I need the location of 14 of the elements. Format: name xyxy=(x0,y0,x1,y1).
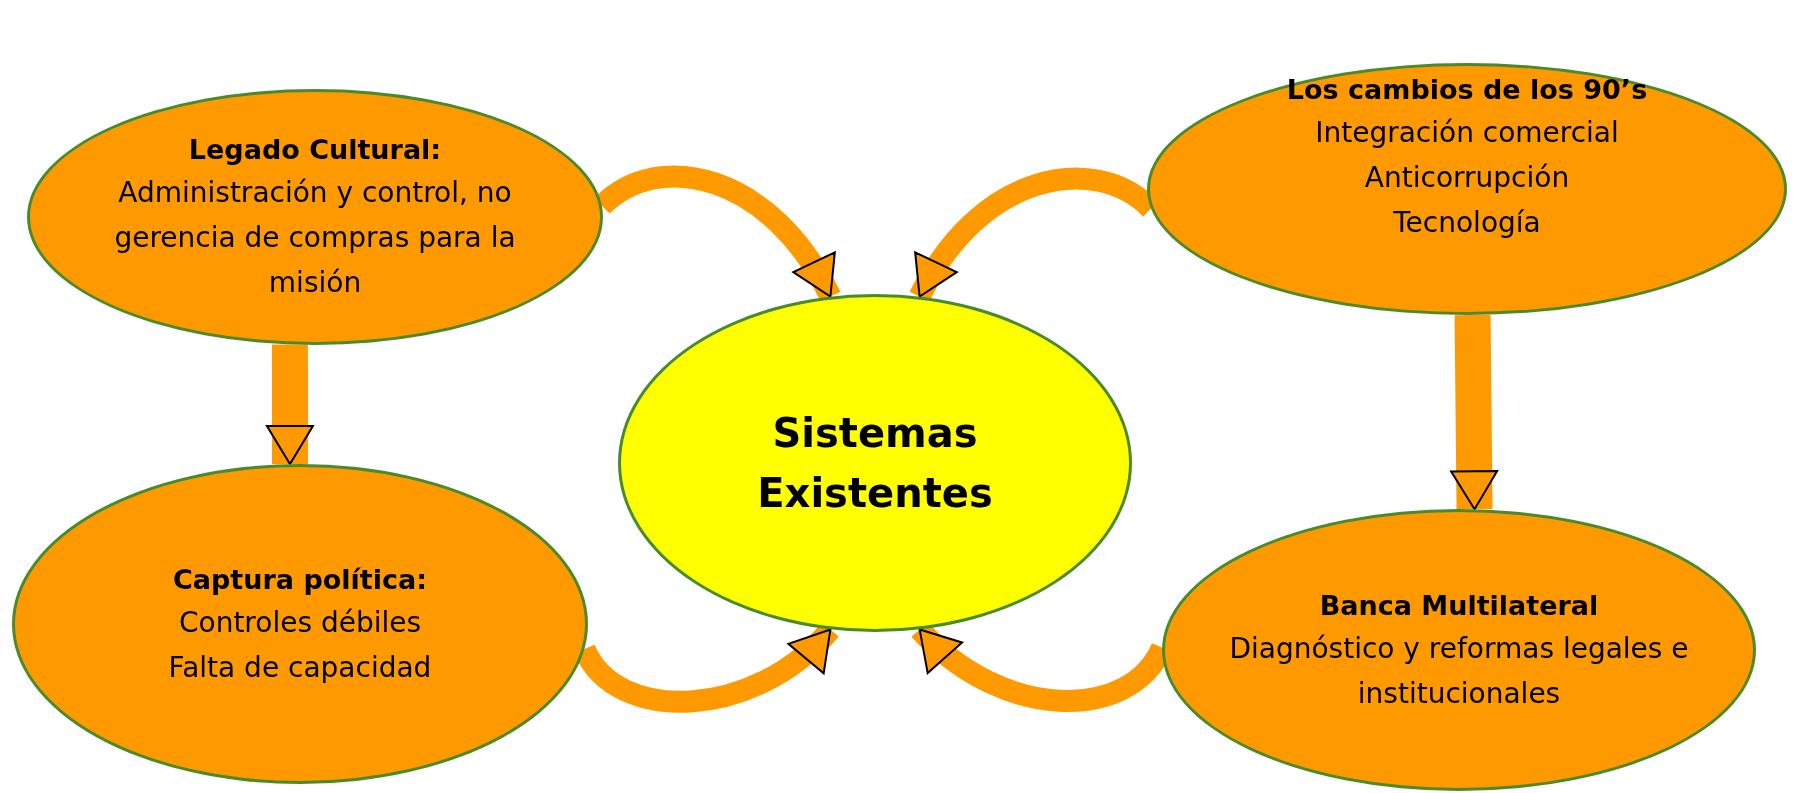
block-arrow xyxy=(1450,314,1499,511)
node-text: Administración y control, no gerencia de compras para la misión xyxy=(113,175,517,301)
node-heading: Banca Multilateral xyxy=(1319,588,1599,623)
node-text: Tecnología xyxy=(1393,204,1541,241)
node-heading: Captura política: xyxy=(173,562,427,597)
block-arrow xyxy=(265,344,314,466)
node-heading: Los cambios de los 90’s xyxy=(1286,73,1648,107)
node-heading: Legado Cultural: xyxy=(188,133,442,168)
node-text: Integración comercial xyxy=(1315,115,1619,152)
node-text: Controles débiles xyxy=(178,604,422,641)
node-text: Anticorrupción xyxy=(1364,160,1570,196)
node-text: Falta de capacidad xyxy=(168,649,432,686)
center-title: Sistemas Existentes xyxy=(756,409,994,518)
node-text: Diagnóstico y reformas legales e institucionales xyxy=(1228,630,1690,712)
